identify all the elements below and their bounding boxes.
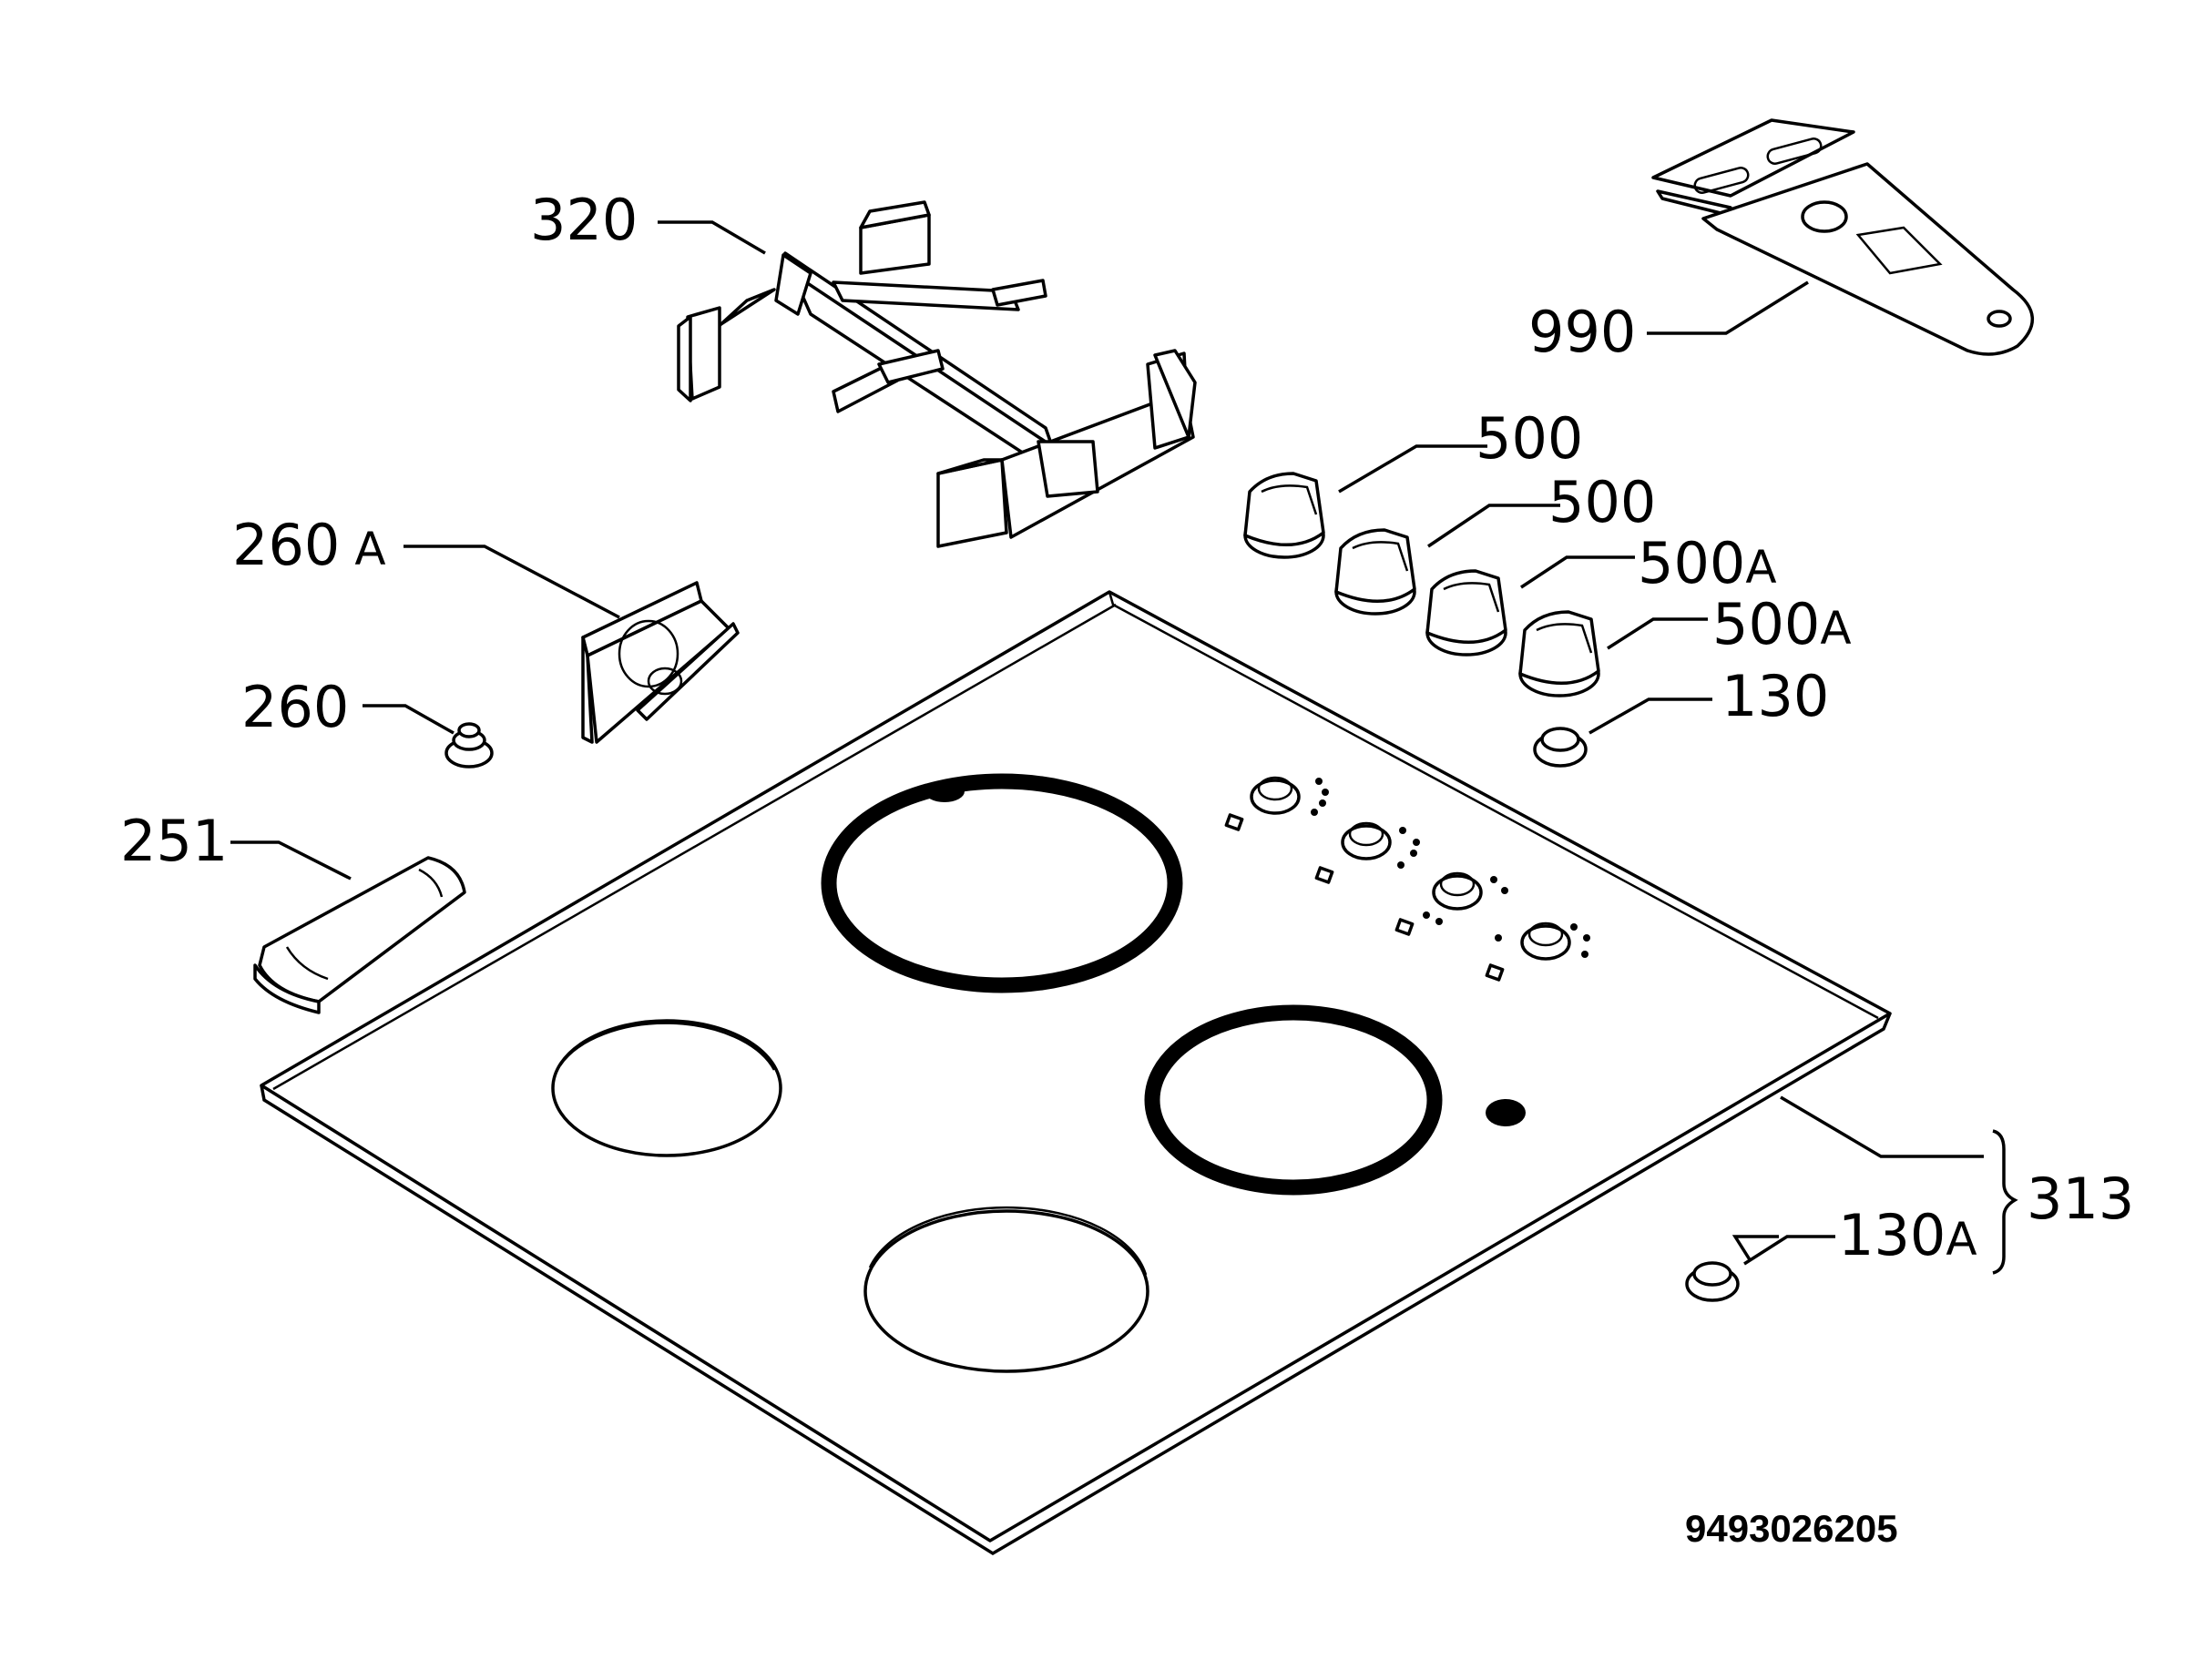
label-500a-1: 500A bbox=[1638, 530, 1777, 596]
brace-313 bbox=[1992, 1129, 2018, 1275]
label-130a: 130A bbox=[1838, 1202, 1977, 1268]
label-500a-2-number: 500 bbox=[1712, 591, 1820, 657]
label-990: 990 bbox=[1528, 299, 1636, 365]
scraper-990 bbox=[1651, 118, 2034, 356]
label-500-1: 500 bbox=[1476, 405, 1583, 472]
label-500-2: 500 bbox=[1548, 469, 1656, 535]
label-260a: 260 A bbox=[232, 512, 386, 578]
clip-251 bbox=[253, 856, 466, 1014]
knob-500a-1 bbox=[1425, 569, 1507, 657]
control-panel-indicators bbox=[1224, 776, 1590, 982]
pan-support-320 bbox=[677, 200, 1197, 548]
bracket-260a bbox=[581, 581, 740, 744]
grommet-130a bbox=[1685, 1261, 1740, 1302]
label-130a-suffix: A bbox=[1946, 1213, 1977, 1266]
cooking-zone-front-right bbox=[1144, 1004, 1526, 1196]
label-251: 251 bbox=[120, 808, 228, 874]
hob-plate bbox=[260, 590, 1892, 1556]
label-500a-2-suffix: A bbox=[1820, 602, 1851, 655]
knob-500a-2 bbox=[1518, 610, 1600, 697]
knob-500-2 bbox=[1334, 528, 1416, 616]
label-260: 260 bbox=[241, 674, 349, 740]
label-260a-number: 260 bbox=[232, 512, 340, 578]
knob-seat-1 bbox=[1250, 776, 1301, 815]
cooking-zone-rear-left bbox=[821, 773, 1183, 993]
label-500a-1-number: 500 bbox=[1638, 530, 1745, 596]
knob-seat-2 bbox=[1341, 821, 1392, 860]
label-500a-1-suffix: A bbox=[1745, 541, 1776, 594]
label-320: 320 bbox=[530, 187, 638, 253]
label-313: 313 bbox=[2027, 1166, 2134, 1232]
grommet-260 bbox=[444, 722, 494, 769]
knob-seat-3 bbox=[1432, 871, 1483, 911]
cooking-zone-left bbox=[551, 1019, 782, 1157]
grommet-130 bbox=[1533, 727, 1588, 768]
leader-lines bbox=[230, 220, 1984, 1266]
cooking-zone-front bbox=[863, 1206, 1149, 1373]
knob-500-1 bbox=[1243, 472, 1325, 559]
knob-seat-4 bbox=[1520, 921, 1571, 961]
label-130a-number: 130 bbox=[1838, 1202, 1946, 1268]
label-260a-suffix: A bbox=[354, 523, 385, 575]
diagram-code: 9493026205 bbox=[1685, 1507, 1898, 1550]
label-500a-2: 500A bbox=[1712, 591, 1852, 657]
label-130: 130 bbox=[1721, 663, 1829, 729]
